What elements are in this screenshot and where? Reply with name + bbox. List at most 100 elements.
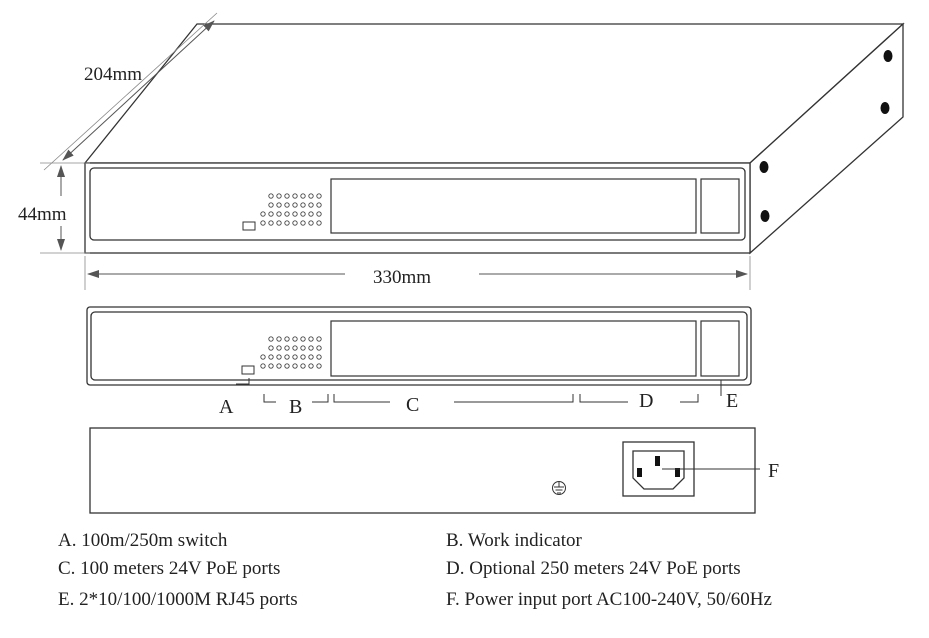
mounting-hole bbox=[759, 161, 769, 173]
indicator-led bbox=[308, 363, 314, 369]
mounting-hole bbox=[880, 102, 890, 114]
indicator-led bbox=[268, 211, 274, 217]
bracket-a bbox=[236, 378, 250, 385]
dimension-depth: 204mm bbox=[43, 12, 218, 171]
indicator-led bbox=[284, 363, 290, 369]
indicator-led bbox=[292, 202, 298, 208]
callout-d: D bbox=[639, 390, 653, 412]
callout-labels: A B C D E F bbox=[219, 390, 779, 482]
port-block bbox=[330, 320, 697, 377]
indicator-led bbox=[284, 220, 290, 226]
front-panel-view bbox=[86, 306, 752, 386]
legend-item-f: F. Power input port AC100-240V, 50/60Hz bbox=[446, 589, 772, 610]
indicator-led bbox=[284, 336, 290, 342]
indicator-led bbox=[300, 354, 306, 360]
indicator-led bbox=[292, 345, 298, 351]
indicator-led bbox=[276, 354, 282, 360]
callout-c: C bbox=[406, 394, 419, 416]
indicator-led bbox=[292, 211, 298, 217]
indicator-led bbox=[260, 363, 266, 369]
indicator-led bbox=[292, 363, 298, 369]
legend-item-d: D. Optional 250 meters 24V PoE ports bbox=[446, 558, 741, 579]
indicator-led bbox=[316, 211, 322, 217]
legend-item-a: A. 100m/250m switch bbox=[58, 530, 228, 551]
rj45-block bbox=[700, 178, 740, 234]
mode-switch bbox=[241, 365, 255, 375]
callout-e: E bbox=[726, 390, 738, 412]
mounting-holes bbox=[759, 50, 893, 222]
indicator-led bbox=[284, 211, 290, 217]
indicator-led bbox=[268, 345, 274, 351]
bracket-c-left bbox=[333, 394, 390, 403]
mounting-hole bbox=[883, 50, 893, 62]
indicator-led bbox=[300, 363, 306, 369]
indicator-dots-3d bbox=[260, 193, 322, 226]
mounting-hole bbox=[760, 210, 770, 222]
indicator-led bbox=[268, 336, 274, 342]
width-label: 330mm bbox=[373, 267, 431, 288]
callout-f: F bbox=[768, 460, 779, 482]
indicator-led bbox=[308, 354, 314, 360]
indicator-led bbox=[276, 336, 282, 342]
bracket-d-right bbox=[680, 394, 699, 403]
dimension-width: 330mm bbox=[84, 256, 751, 290]
callout-brackets bbox=[236, 378, 722, 403]
front-panel-bezel bbox=[90, 311, 748, 381]
legend-item-e: E. 2*10/100/1000M RJ45 ports bbox=[58, 589, 298, 610]
indicator-led bbox=[268, 220, 274, 226]
callout-a: A bbox=[219, 396, 234, 418]
indicator-led bbox=[276, 211, 282, 217]
indicator-led bbox=[268, 354, 274, 360]
height-label: 44mm bbox=[18, 204, 67, 225]
indicator-led bbox=[308, 193, 314, 199]
indicator-led bbox=[276, 220, 282, 226]
indicator-led bbox=[316, 220, 322, 226]
rear-panel-outer bbox=[89, 427, 756, 514]
legend-item-b: B. Work indicator bbox=[446, 530, 582, 551]
indicator-led bbox=[316, 363, 322, 369]
indicator-led bbox=[284, 345, 290, 351]
indicator-led bbox=[316, 193, 322, 199]
bracket-b-right bbox=[312, 394, 329, 403]
indicator-dots-front bbox=[260, 336, 322, 369]
indicator-led bbox=[292, 220, 298, 226]
dimension-height: 44mm bbox=[18, 162, 90, 254]
mode-switch bbox=[242, 221, 256, 231]
indicator-led bbox=[308, 336, 314, 342]
rear-panel-view bbox=[89, 427, 760, 514]
indicator-led bbox=[276, 193, 282, 199]
front-panel-outer bbox=[86, 306, 752, 386]
bracket-d-left bbox=[579, 394, 628, 403]
indicator-led bbox=[316, 202, 322, 208]
indicator-led bbox=[268, 193, 274, 199]
indicator-led bbox=[308, 211, 314, 217]
bracket-c-right bbox=[454, 394, 574, 403]
indicator-led bbox=[300, 211, 306, 217]
indicator-led bbox=[308, 345, 314, 351]
port-block bbox=[330, 178, 697, 234]
indicator-led bbox=[316, 345, 322, 351]
indicator-led bbox=[300, 336, 306, 342]
indicator-led bbox=[284, 202, 290, 208]
indicator-led bbox=[292, 193, 298, 199]
bracket-b-left bbox=[263, 394, 276, 403]
indicator-led bbox=[308, 220, 314, 226]
callout-b: B bbox=[289, 396, 302, 418]
indicator-led bbox=[316, 336, 322, 342]
depth-label: 204mm bbox=[84, 64, 142, 85]
rj45-block bbox=[700, 320, 740, 377]
indicator-led bbox=[308, 202, 314, 208]
indicator-led bbox=[300, 345, 306, 351]
power-socket-icon bbox=[622, 441, 695, 497]
indicator-led bbox=[300, 193, 306, 199]
indicator-led bbox=[260, 211, 266, 217]
indicator-led bbox=[276, 345, 282, 351]
indicator-led bbox=[292, 336, 298, 342]
indicator-led bbox=[276, 363, 282, 369]
legend-item-c: C. 100 meters 24V PoE ports bbox=[58, 558, 281, 579]
indicator-led bbox=[300, 220, 306, 226]
indicator-led bbox=[300, 202, 306, 208]
indicator-led bbox=[268, 363, 274, 369]
